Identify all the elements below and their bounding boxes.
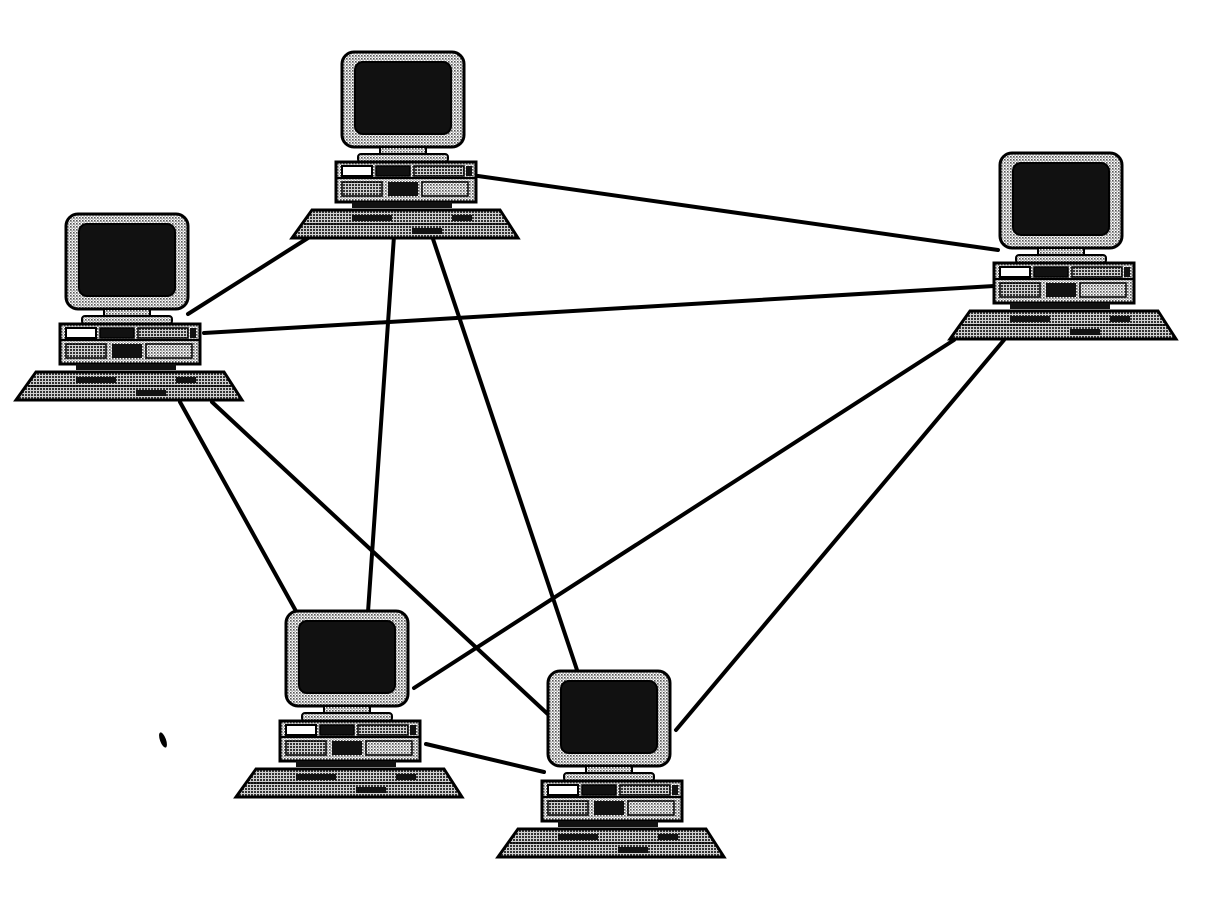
- link-pc-top-to-pc-left: [186, 236, 310, 316]
- computer-node-pc-top: [290, 50, 520, 240]
- network-links: [178, 174, 1006, 774]
- desktop-computer-icon: [290, 50, 520, 240]
- link-pc-left-to-pc-right: [202, 284, 996, 335]
- link-pc-bottom-left-to-pc-bottom-center: [424, 742, 546, 774]
- desktop-computer-icon: [14, 212, 244, 402]
- link-pc-right-to-pc-bottom-center: [674, 338, 1006, 732]
- computer-node-pc-left: [14, 212, 244, 402]
- link-pc-top-to-pc-bottom-left: [366, 234, 396, 614]
- network-nodes: [14, 50, 1178, 859]
- computer-node-pc-bottom-left: [234, 609, 464, 799]
- link-pc-left-to-pc-bottom-center: [210, 400, 554, 720]
- link-pc-top-to-pc-right: [476, 174, 1000, 252]
- link-pc-right-to-pc-bottom-left: [412, 338, 956, 690]
- link-pc-left-to-pc-bottom-left: [178, 400, 299, 615]
- scan-speck: [159, 732, 167, 748]
- link-pc-top-to-pc-bottom-center: [430, 234, 580, 675]
- desktop-computer-icon: [234, 609, 464, 799]
